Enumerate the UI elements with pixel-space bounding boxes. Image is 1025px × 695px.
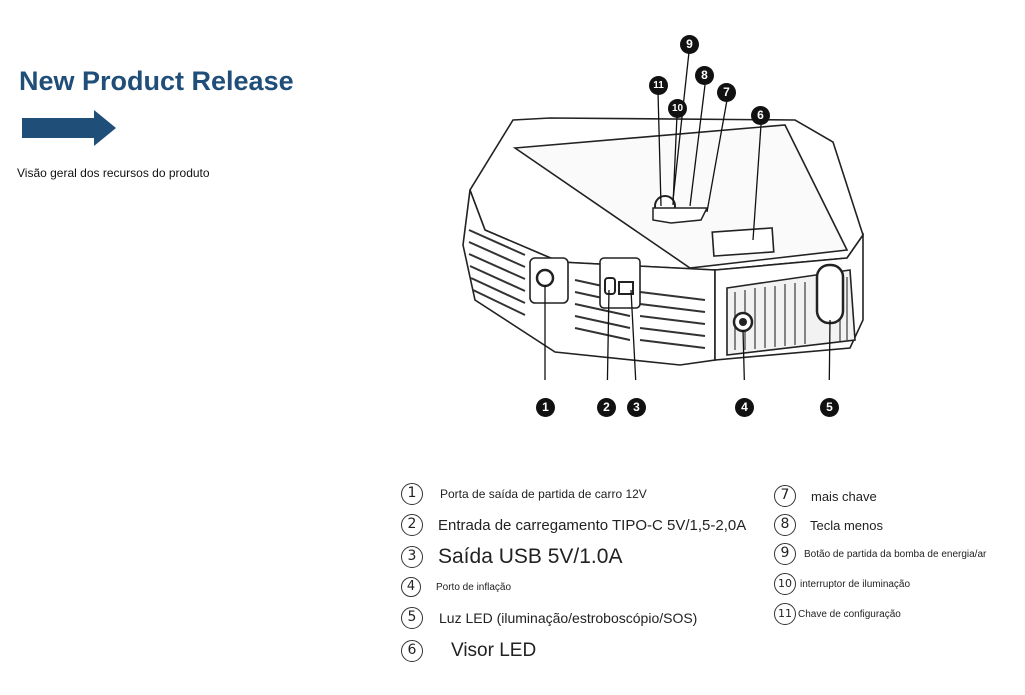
callout-1: 1 xyxy=(536,398,555,417)
callout-7: 7 xyxy=(717,83,736,102)
jump-starter-device-illustration xyxy=(462,51,864,380)
legend-item-11: 11 Chave de configuração xyxy=(774,603,901,625)
legend-text: Tecla menos xyxy=(810,517,883,533)
legend-item-6: 6 Visor LED xyxy=(401,640,536,662)
legend-text: interruptor de iluminação xyxy=(800,578,911,590)
callout-8: 8 xyxy=(695,66,714,85)
legend-text: Chave de configuração xyxy=(798,608,901,620)
callout-10: 10 xyxy=(668,99,687,118)
legend-number: 4 xyxy=(401,577,421,597)
arrow-right-icon xyxy=(22,110,116,146)
legend-text: Saída USB 5V/1.0A xyxy=(438,545,623,568)
legend-number: 8 xyxy=(774,514,796,536)
legend-text: Porta de saída de partida de carro 12V xyxy=(440,487,647,501)
callout-6: 6 xyxy=(751,106,770,125)
legend-text: Botão de partida da bomba de energia/ar xyxy=(804,548,987,560)
legend-item-4: 4 Porto de inflação xyxy=(401,577,511,597)
callout-4: 4 xyxy=(735,398,754,417)
legend-item-10: 10 interruptor de iluminação xyxy=(774,573,910,595)
legend-text: mais chave xyxy=(811,488,877,504)
legend-item-7: 7 mais chave xyxy=(774,485,877,507)
callout-11: 11 xyxy=(649,76,668,95)
page-title: New Product Release xyxy=(19,66,294,96)
callout-5: 5 xyxy=(820,398,839,417)
legend-text: Luz LED (iluminação/estroboscópio/SOS) xyxy=(439,610,698,626)
legend-number: 10 xyxy=(774,573,796,595)
legend-number: 7 xyxy=(774,485,796,507)
legend-number: 6 xyxy=(401,640,423,662)
legend-item-5: 5 Luz LED (iluminação/estroboscópio/SOS) xyxy=(401,607,697,629)
legend-item-8: 8 Tecla menos xyxy=(774,514,883,536)
callout-9: 9 xyxy=(680,35,699,54)
legend-number: 9 xyxy=(774,543,796,565)
callout-2: 2 xyxy=(597,398,616,417)
page-subtitle: Visão geral dos recursos do produto xyxy=(17,166,210,180)
legend-item-3: 3 Saída USB 5V/1.0A xyxy=(401,545,622,569)
legend-number: 1 xyxy=(401,483,423,505)
legend-item-9: 9 Botão de partida da bomba de energia/a… xyxy=(774,543,986,565)
legend-number: 5 xyxy=(401,607,423,629)
legend-text: Visor LED xyxy=(451,640,537,661)
legend-item-2: 2 Entrada de carregamento TIPO-C 5V/1,5-… xyxy=(401,514,746,536)
legend-text: Porto de inflação xyxy=(436,581,512,593)
legend-number: 3 xyxy=(401,546,423,568)
legend-number: 11 xyxy=(774,603,796,625)
callout-3: 3 xyxy=(627,398,646,417)
legend-item-1: 1 Porta de saída de partida de carro 12V xyxy=(401,483,647,505)
legend-number: 2 xyxy=(401,514,423,536)
legend-text: Entrada de carregamento TIPO-C 5V/1,5-2,… xyxy=(438,516,747,534)
